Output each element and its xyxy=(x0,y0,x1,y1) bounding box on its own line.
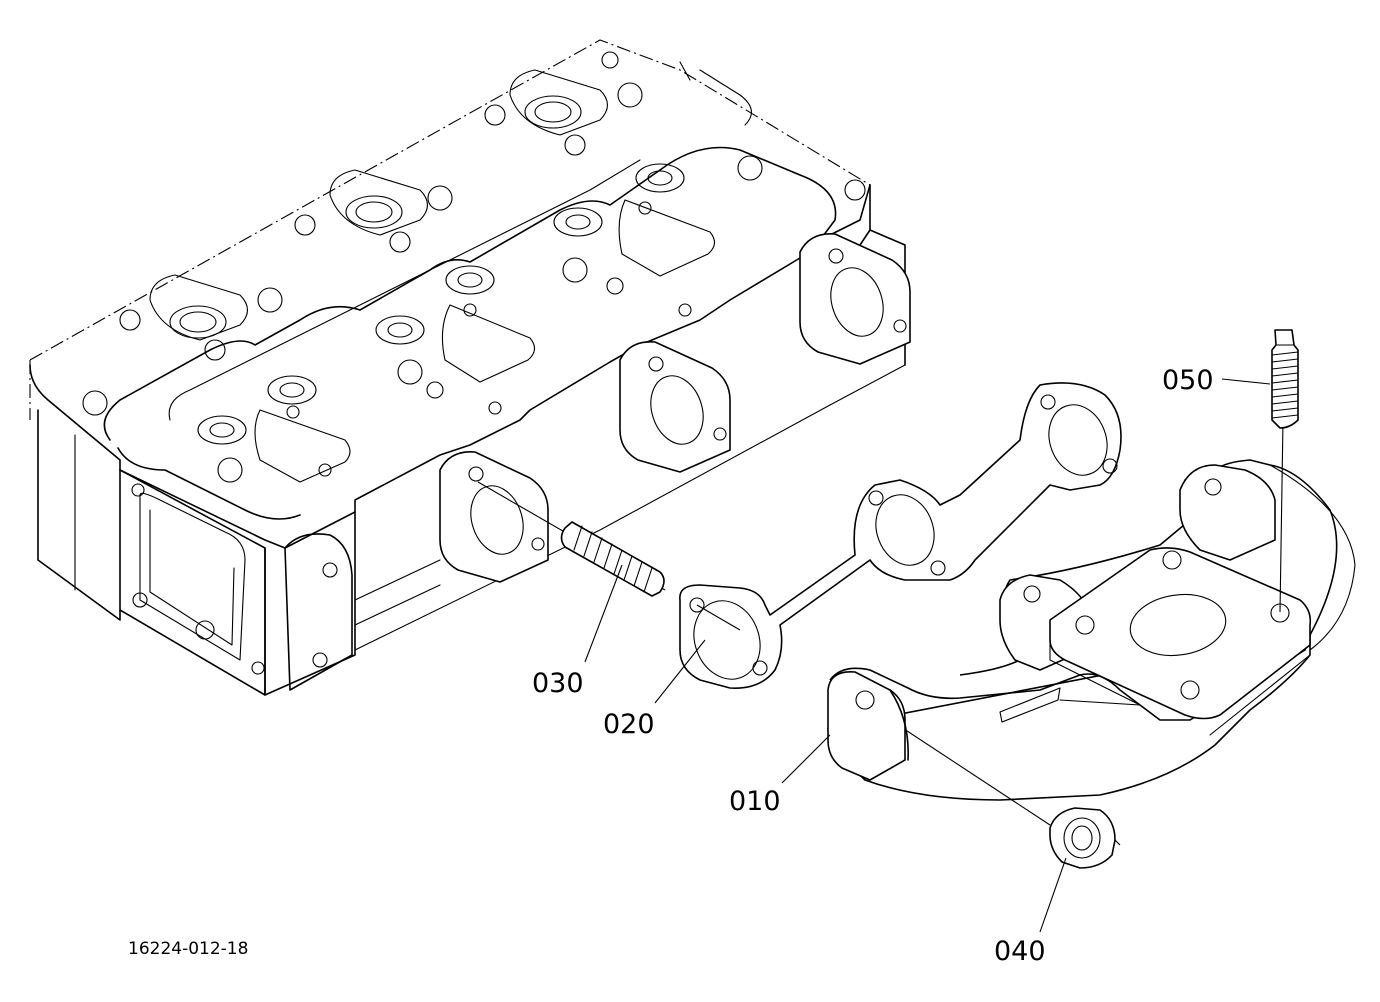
drawing-number: 16224-012-18 xyxy=(128,939,248,959)
exhaust-manifold-010 xyxy=(827,459,1356,826)
leader-lines xyxy=(584,378,1271,933)
stud-030 xyxy=(477,481,666,597)
cylinder-head xyxy=(29,39,911,696)
callout-010: 010 xyxy=(729,786,781,817)
gasket-020 xyxy=(679,382,1122,689)
callout-050: 050 xyxy=(1162,365,1214,396)
callout-030: 030 xyxy=(532,668,584,699)
valve-seats xyxy=(82,51,866,483)
stud-050 xyxy=(1271,329,1299,613)
nut-040 xyxy=(1049,807,1121,869)
callout-040: 040 xyxy=(994,936,1046,967)
callout-020: 020 xyxy=(603,709,655,740)
